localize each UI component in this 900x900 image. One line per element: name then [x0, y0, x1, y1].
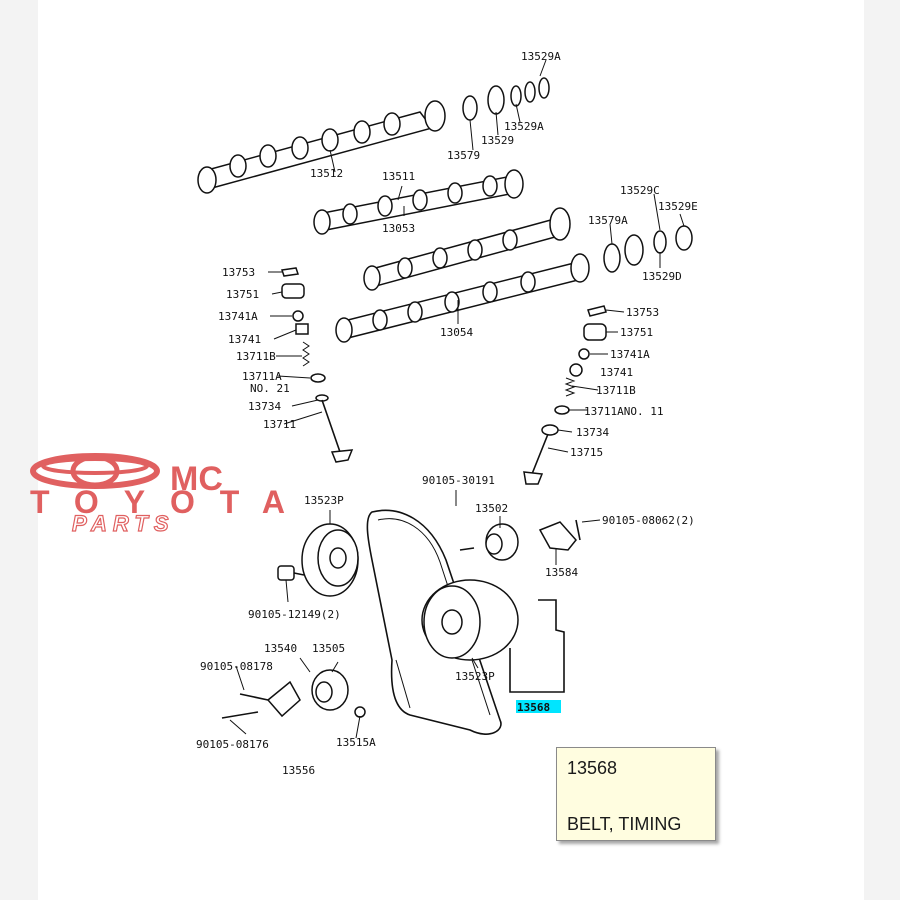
label-13568[interactable]: 13568 — [517, 701, 550, 714]
label-right-13715[interactable]: 13715 — [570, 446, 603, 459]
label-13540[interactable]: 13540 — [264, 642, 297, 655]
label-right-13741A[interactable]: 13741A — [610, 348, 650, 361]
gear-13579A[interactable] — [603, 225, 693, 273]
label-13529A-top[interactable]: 13529A — [521, 50, 561, 63]
camshaft-13511[interactable] — [313, 169, 524, 235]
label-13529E[interactable]: 13529E — [658, 200, 698, 213]
bracket-13584[interactable] — [538, 519, 581, 551]
label-13556[interactable]: 13556 — [282, 764, 315, 777]
label-13529A-b[interactable]: 13529A — [504, 120, 544, 133]
tooltip-part-number: 13568 — [567, 758, 618, 778]
label-13529[interactable]: 13529 — [481, 134, 514, 147]
timing-belt-13568[interactable] — [366, 509, 502, 735]
label-90105-08178[interactable]: 90105-08178 — [200, 660, 273, 673]
label-right-13711A[interactable]: 13711ANO. 11 — [584, 405, 663, 418]
label-left-13753[interactable]: 13753 — [222, 266, 255, 279]
label-right-13741[interactable]: 13741 — [600, 366, 633, 379]
label-13053[interactable]: 13053 — [382, 222, 415, 235]
label-13529C[interactable]: 13529C — [620, 184, 660, 197]
part-tooltip: 13568 BELT, TIMING — [556, 747, 716, 841]
camshaft-intake[interactable] — [363, 207, 571, 291]
label-right-13711B[interactable]: 13711B — [596, 384, 636, 397]
watermark-mc: MC — [170, 460, 223, 498]
label-90105-08062[interactable]: 90105-08062(2) — [602, 514, 695, 527]
callout-bracket — [509, 599, 565, 693]
valve-stack-right[interactable] — [523, 305, 607, 485]
gear-13529[interactable] — [487, 77, 550, 115]
label-right-13751[interactable]: 13751 — [620, 326, 653, 339]
label-13579A[interactable]: 13579A — [588, 214, 628, 227]
diagram-frame — [38, 0, 864, 900]
idler-13502[interactable] — [459, 523, 519, 561]
tooltip-description: BELT, TIMING — [567, 814, 682, 834]
label-left-13711A[interactable]: 13711A — [242, 370, 282, 383]
label-13505[interactable]: 13505 — [312, 642, 345, 655]
label-13579[interactable]: 13579 — [447, 149, 480, 162]
valve-stack-left[interactable] — [281, 267, 354, 463]
label-left-13751[interactable]: 13751 — [226, 288, 259, 301]
right-margin — [864, 0, 900, 900]
bolt-90105-12149[interactable] — [277, 565, 305, 581]
label-13511[interactable]: 13511 — [382, 170, 415, 183]
label-13523P-bottom[interactable]: 13523P — [455, 670, 495, 683]
label-90105-12149[interactable]: 90105-12149(2) — [248, 608, 341, 621]
leader-lines — [229, 59, 685, 739]
pulley-13523P-upper[interactable] — [301, 523, 359, 597]
left-margin — [0, 0, 38, 900]
label-13584[interactable]: 13584 — [545, 566, 578, 579]
pulley-13523P-lower[interactable] — [421, 579, 519, 661]
label-90105-08176[interactable]: 90105-08176 — [196, 738, 269, 751]
label-13515A[interactable]: 13515A — [336, 736, 376, 749]
label-13502[interactable]: 13502 — [475, 502, 508, 515]
tensioner-13505[interactable] — [221, 669, 366, 719]
highlight-13568 — [516, 700, 561, 713]
label-left-no21: NO. 21 — [250, 382, 290, 395]
watermark-logo: MC TOYOTA PARTS — [30, 453, 285, 537]
camshaft-13054[interactable] — [335, 253, 590, 343]
label-left-13741A[interactable]: 13741A — [218, 310, 258, 323]
label-left-13711[interactable]: 13711 — [263, 418, 296, 431]
label-13054[interactable]: 13054 — [440, 326, 473, 339]
label-left-13741[interactable]: 13741 — [228, 333, 261, 346]
label-left-13711B[interactable]: 13711B — [236, 350, 276, 363]
label-right-13753[interactable]: 13753 — [626, 306, 659, 319]
label-13523P-top[interactable]: 13523P — [304, 494, 344, 507]
label-90105-30191[interactable]: 90105-30191 — [422, 474, 495, 487]
label-13529D[interactable]: 13529D — [642, 270, 682, 283]
seal-13579[interactable] — [462, 95, 478, 121]
label-right-13734[interactable]: 13734 — [576, 426, 609, 439]
camshaft-13512[interactable] — [197, 100, 446, 194]
watermark-parts: PARTS — [72, 511, 175, 536]
label-left-13734[interactable]: 13734 — [248, 400, 281, 413]
label-13512[interactable]: 13512 — [310, 167, 343, 180]
